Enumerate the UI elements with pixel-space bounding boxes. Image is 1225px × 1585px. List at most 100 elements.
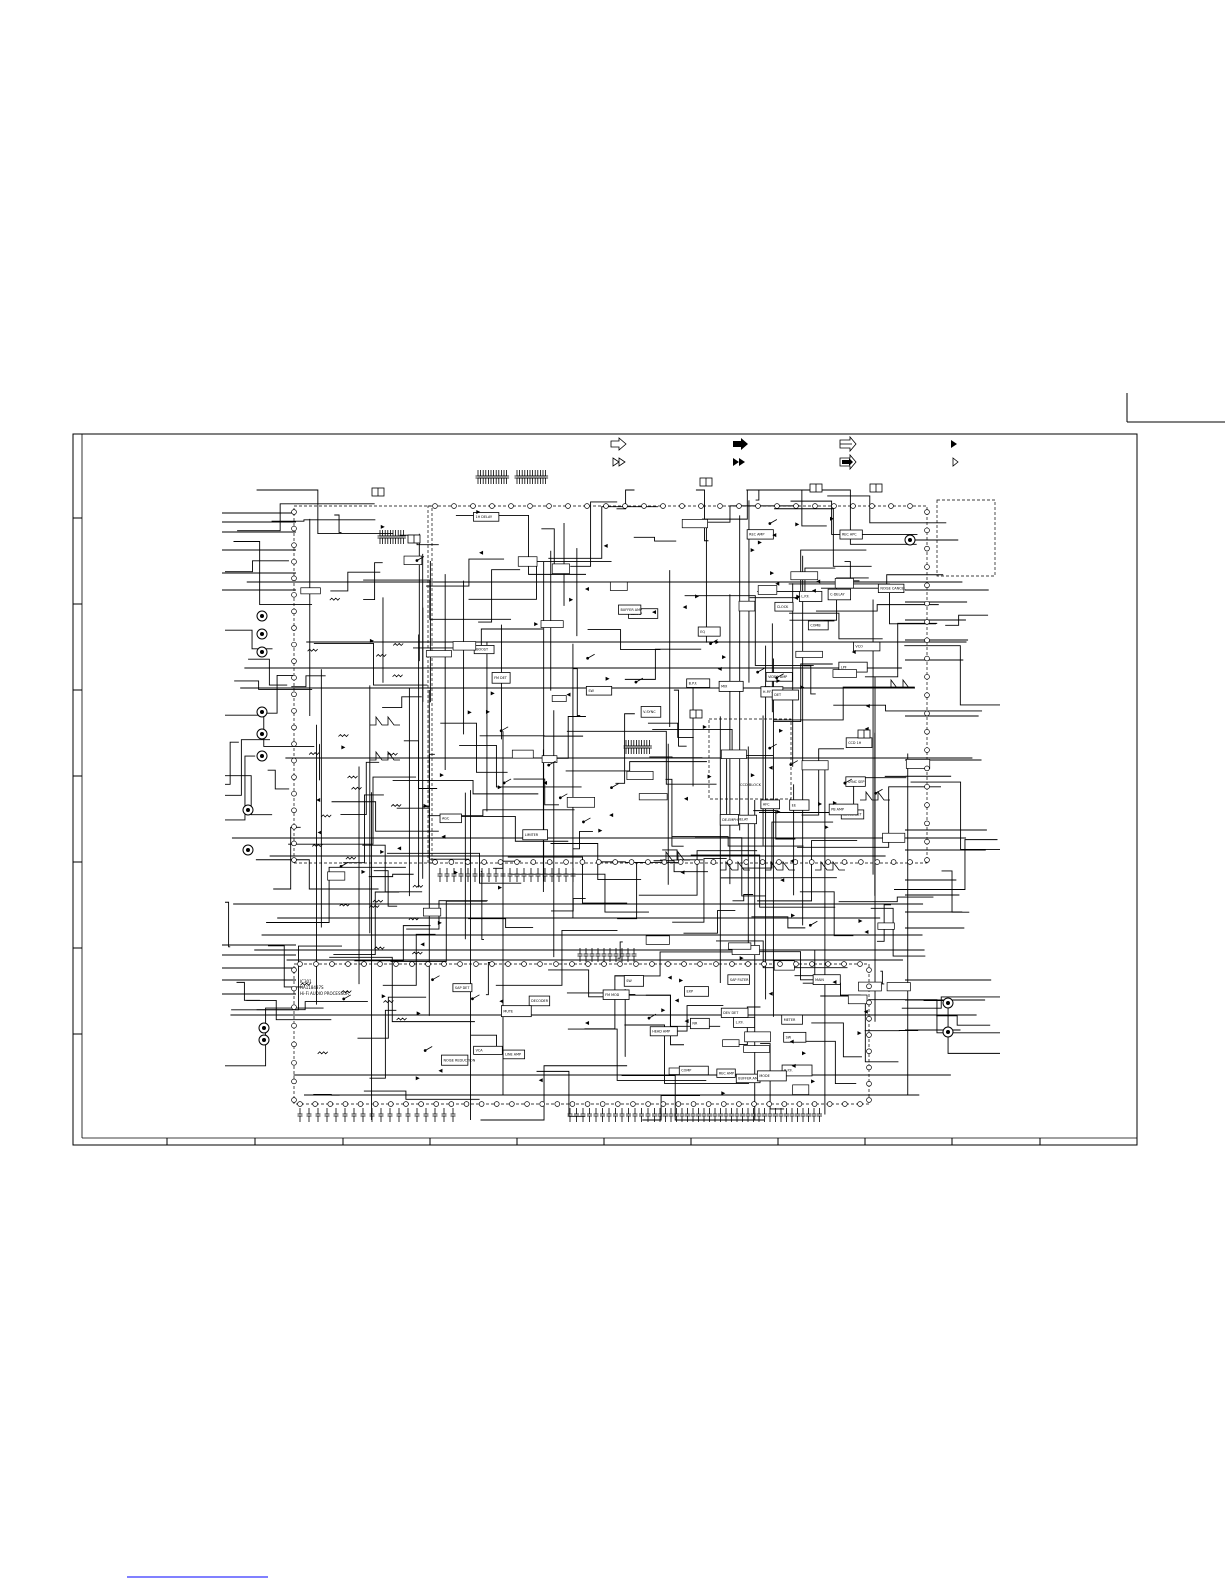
minor-block [511,749,534,759]
resistor [408,917,420,921]
pin-terminal [527,503,533,509]
flow-arrow [453,870,458,875]
resistor [374,946,385,950]
block-label: REC AMP [749,533,764,537]
block-label: SW [786,1035,792,1039]
wire [237,503,375,532]
pin-terminal [569,1101,576,1107]
function-block: REC AMP [716,1068,736,1078]
wire [870,907,926,957]
function-block: DEV DET [720,1007,749,1018]
pin-terminal [713,961,719,967]
wire [354,925,431,962]
pin-terminal [924,802,930,808]
wire [425,558,505,587]
wire [225,560,289,573]
minor-block [738,600,756,612]
function-block: AGC [439,813,462,824]
wire [567,1028,707,1081]
pin-terminal [841,859,848,865]
wire [413,628,543,649]
flow-arrow [789,1039,794,1044]
wire [225,775,273,816]
pin-terminal [866,1097,872,1103]
pin-terminal [329,961,335,967]
pin-terminal [291,741,297,747]
col-ticks [166,1138,1041,1145]
pin-terminal [679,503,685,509]
wire [468,918,534,929]
switch-pivot [775,676,779,680]
minor-block [300,587,321,595]
function-block: LIMITER [522,829,548,841]
pin-terminal [291,542,297,548]
waveform-sketch [885,678,915,689]
minor-block [638,793,668,801]
pin-terminal [808,859,815,865]
block-label: EQ [700,630,705,634]
pin-terminal [425,961,431,967]
pin-terminal [649,961,655,967]
function-block: NR [690,1017,710,1030]
filled-arrow-icon [733,438,748,450]
block-label: CLOCK [777,605,789,609]
pin-terminal [463,1101,470,1107]
pin-terminal [596,859,602,865]
pin-terminal [612,859,618,865]
block-label: SW [626,979,632,983]
pin-terminal [457,961,463,967]
block-label: SW [588,689,594,693]
pin-terminal [633,961,639,967]
wire [665,778,684,847]
block-label: NR [692,1022,698,1026]
switch-pivot [634,680,638,684]
pin-terminal [869,503,875,509]
pin-terminal [825,961,831,967]
function-block: BOOST [473,645,495,655]
pin-terminal [291,790,297,797]
pin-terminal [327,1101,334,1107]
pin-terminal [579,859,586,865]
block-label: L.P.F. [736,1021,744,1025]
pin-terminal [539,1101,545,1107]
minor-block [792,1084,810,1095]
pin-terminal [546,859,553,865]
flow-arrow [598,828,603,833]
pin-terminal [470,503,476,509]
resistor [392,674,403,678]
wire [642,1095,701,1121]
ccd-block-boundary [708,718,792,800]
pin-terminal [291,1060,297,1066]
flow-arrow [776,678,781,683]
minor-block [541,755,558,763]
pin-terminal [924,783,930,790]
block-label: HEAD AMP [652,1029,670,1033]
pin-terminal [409,961,415,967]
flow-arrow [832,980,837,985]
function-block: REC AMP [746,529,774,540]
wire [329,956,475,1023]
pin-terminal [811,1101,818,1107]
pin-terminal [924,710,930,717]
pin-terminal [793,503,799,509]
wire [548,506,658,559]
pin-terminal [291,824,297,830]
resistor [339,903,350,907]
pin-terminal [924,747,930,753]
pin-terminal [641,503,647,509]
pin-terminal [291,708,297,714]
flow-arrow [420,942,425,947]
switch-pivot [709,642,712,646]
switch-pivot [756,670,760,674]
wire [799,891,854,937]
pin-terminal [388,1101,394,1107]
switch-pivot [415,559,419,562]
minor-block [744,1031,771,1043]
wire [440,722,508,773]
wire [624,648,702,680]
flow-arrow [423,803,428,808]
wire [802,982,861,996]
block-label: MODE [759,1074,769,1078]
